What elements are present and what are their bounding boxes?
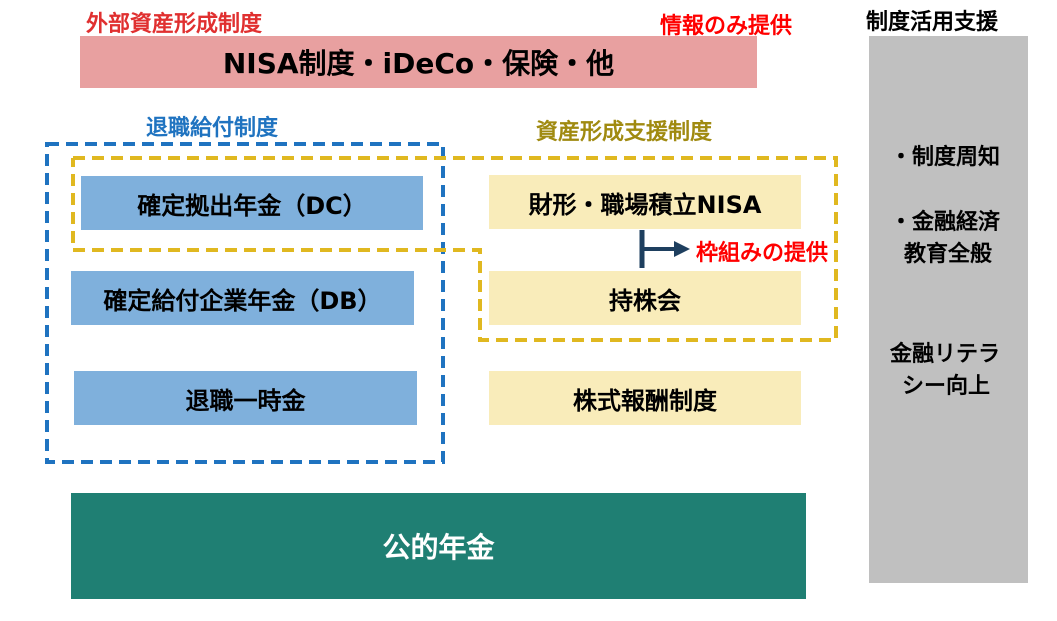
sidebar-line-2: ・金融経済 [890,210,1001,235]
external-label: 外部資産形成制度 [86,12,263,37]
retirement-label: 退職給付制度 [146,116,279,141]
sidebar-line-1: ・制度周知 [890,145,1001,170]
lump-sum-box: 退職一時金 [74,371,417,425]
sidebar-title: 制度活用支援 [866,10,999,35]
stock-compensation-box: 株式報酬制度 [489,371,801,425]
sidebar-panel [869,36,1028,583]
db-box: 確定給付企業年金（DB） [71,271,414,325]
retirement-frame [45,142,445,464]
asset-support-frame [71,156,838,342]
zaikei-nisa-box: 財形・職場積立NISA [489,175,801,229]
dc-box: 確定拠出年金（DC） [81,176,423,230]
sidebar-result-1: 金融リテラ [890,342,1001,367]
public-pension-bar: 公的年金 [71,493,806,599]
external-bar: NISA制度・iDeCo・保険・他 [80,36,757,88]
sidebar-line-3: 教育全般 [904,242,993,267]
info-only-label: 情報のみ提供 [660,14,793,39]
framework-label: 枠組みの提供 [696,241,829,266]
asset-support-label: 資産形成支援制度 [536,120,713,145]
esop-box: 持株会 [489,271,801,325]
sidebar-result-2: シー向上 [902,374,991,399]
framework-arrow-icon [674,241,690,257]
